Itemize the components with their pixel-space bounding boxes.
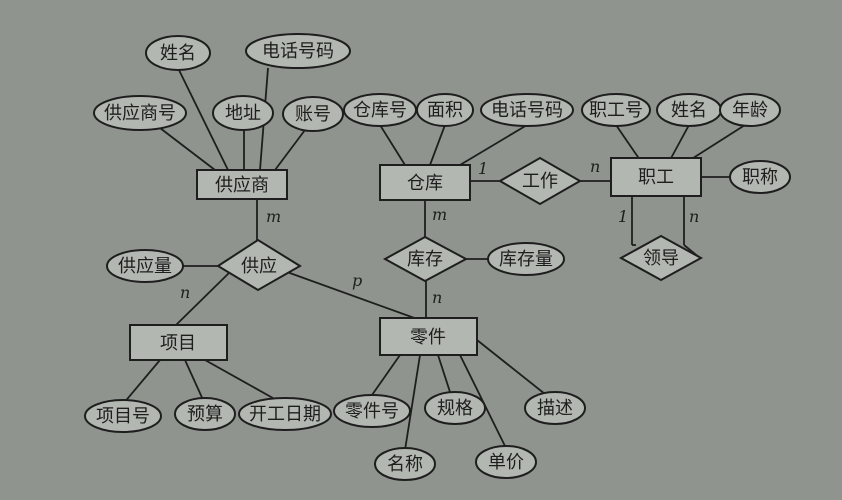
cardinality-warehouse-stock: m (432, 205, 447, 224)
attribute-staff-age: 年龄 (719, 93, 781, 127)
cardinality-labels: m n p m n 1 n 1 n (180, 157, 699, 307)
attribute-label: 姓名 (671, 100, 707, 121)
attribute-supplier-name: 姓名 (145, 35, 211, 71)
entity-supplier: 供应商 (196, 169, 288, 200)
attribute-part-name: 名称 (374, 447, 436, 481)
attribute-label: 姓名 (160, 43, 196, 64)
relationship-label: 供应 (241, 256, 277, 277)
attribute-project-no: 项目号 (84, 399, 162, 433)
cardinality-warehouse-work: 1 (478, 159, 488, 178)
entity-label: 项目 (160, 333, 196, 354)
attribute-warehouse-phone: 电话号码 (480, 93, 574, 127)
relationship-label: 库存 (407, 249, 443, 270)
attribute-label: 电话号码 (262, 41, 334, 62)
attribute-label: 电话号码 (491, 100, 563, 121)
relationship-label: 工作 (522, 171, 558, 192)
attribute-label: 规格 (437, 398, 473, 419)
cardinality-part-stock: n (432, 288, 442, 307)
attribute-part-price: 单价 (475, 445, 537, 479)
attribute-label: 预算 (187, 404, 223, 425)
entity-staff: 职工 (610, 157, 702, 197)
attribute-label: 描述 (537, 398, 573, 419)
entity-part: 零件 (379, 317, 478, 356)
attribute-label: 仓库号 (353, 100, 407, 121)
entity-label: 仓库 (407, 173, 443, 194)
relationship-label: 领导 (643, 248, 679, 269)
attribute-label: 地址 (225, 103, 261, 124)
cardinality-part-supply: p (352, 271, 362, 290)
attribute-label: 面积 (427, 100, 463, 121)
attribute-part-spec: 规格 (424, 391, 486, 425)
attribute-label: 职称 (742, 167, 778, 188)
attribute-part-no: 零件号 (333, 394, 411, 428)
entity-warehouse: 仓库 (379, 164, 471, 201)
attribute-label: 项目号 (96, 406, 150, 427)
attribute-label: 库存量 (499, 249, 553, 270)
attribute-warehouse-no: 仓库号 (343, 93, 417, 127)
attribute-label: 年龄 (732, 100, 768, 121)
attribute-label: 开工日期 (249, 404, 321, 425)
attribute-label: 职工号 (589, 100, 643, 121)
attribute-part-desc: 描述 (524, 391, 586, 425)
attribute-staff-name: 姓名 (656, 93, 722, 127)
attribute-label: 名称 (387, 454, 423, 475)
cardinality-supplier-supply: m (266, 207, 281, 226)
diagram-edges (122, 67, 746, 451)
cardinality-staff-work: n (590, 157, 600, 176)
attribute-supplier-address: 地址 (212, 95, 274, 131)
cardinality-staff-lead-n: n (689, 207, 699, 226)
attribute-warehouse-area: 面积 (416, 93, 474, 127)
attribute-project-budget: 预算 (174, 397, 236, 431)
relationship-supply: 供应 (216, 238, 302, 292)
attribute-supplier-phone: 电话号码 (245, 33, 351, 69)
cardinality-staff-lead-1: 1 (618, 207, 628, 226)
relationship-lead: 领导 (618, 234, 704, 282)
attribute-supplier-account: 账号 (282, 96, 344, 132)
cardinality-project-supply: n (180, 283, 190, 302)
entity-label: 职工 (638, 167, 674, 188)
attribute-stock-qty: 库存量 (487, 242, 565, 276)
attribute-supplier-no: 供应商号 (93, 95, 187, 131)
attribute-project-start: 开工日期 (238, 397, 332, 431)
attribute-supply-qty: 供应量 (106, 249, 184, 283)
entity-project: 项目 (129, 324, 228, 361)
attribute-label: 供应商号 (104, 103, 176, 124)
attribute-staff-no: 职工号 (581, 93, 651, 127)
relationship-stock: 库存 (382, 235, 469, 283)
attribute-staff-title: 职称 (729, 160, 791, 194)
entity-label: 零件 (410, 327, 446, 348)
attribute-label: 零件号 (345, 401, 399, 422)
attribute-label: 单价 (488, 452, 524, 473)
entity-label: 供应商 (215, 175, 269, 196)
attribute-label: 供应量 (118, 256, 172, 277)
relationship-work: 工作 (497, 156, 583, 206)
attribute-label: 账号 (295, 104, 331, 125)
